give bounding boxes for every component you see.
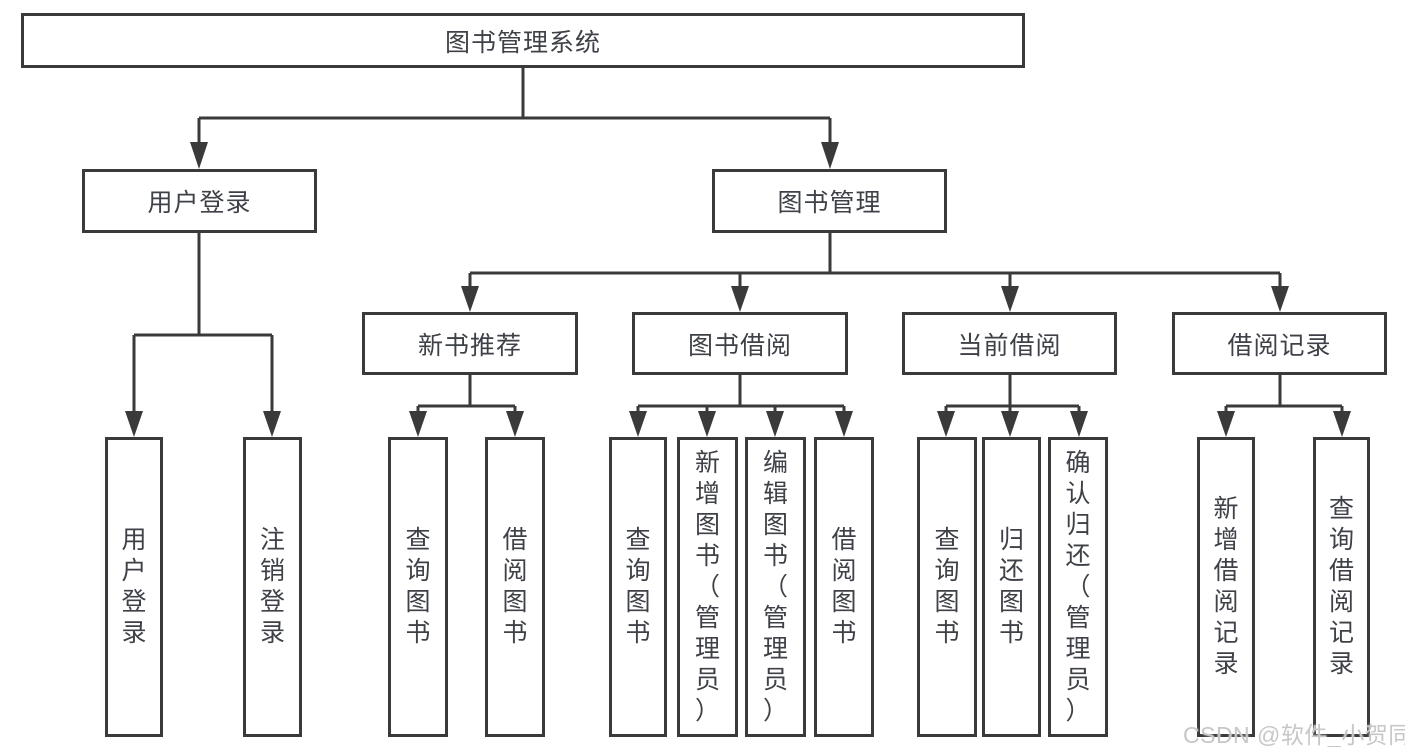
leaf-label: 借阅图书 <box>502 526 528 647</box>
leaf-logout: 注销登录 <box>243 437 302 737</box>
node-user-login: 用户登录 <box>82 169 317 233</box>
leaf-add-books-admin: 新增图书（管理员） <box>677 437 738 737</box>
leaf-confirm-return-admin: 确认归还（管理员） <box>1048 437 1108 737</box>
leaf-label: 借阅图书 <box>831 526 857 647</box>
leaf-label: 新增借阅记录 <box>1213 495 1239 678</box>
leaf-return-books: 归还图书 <box>982 437 1041 737</box>
node-borrow-records: 借阅记录 <box>1172 312 1387 375</box>
leaf-query-books-recommend: 查询图书 <box>388 437 448 737</box>
node-label: 新书推荐 <box>417 331 522 360</box>
node-book-borrow: 图书借阅 <box>632 312 848 375</box>
node-label: 当前借阅 <box>957 331 1062 360</box>
leaf-add-borrow-record: 新增借阅记录 <box>1197 437 1255 737</box>
leaf-label: 查询图书 <box>405 526 431 647</box>
node-label: 图书管理 <box>777 189 882 217</box>
leaf-query-books-current: 查询图书 <box>917 437 977 737</box>
node-new-book-recommend: 新书推荐 <box>362 312 578 375</box>
node-root-library-system: 图书管理系统 <box>21 13 1025 68</box>
leaf-label: 确认归还（管理员） <box>1065 448 1091 725</box>
leaf-label: 新增图书（管理员） <box>694 448 720 725</box>
leaf-label: 注销登录 <box>259 526 285 647</box>
csdn-watermark: CSDN @软件_小贺同学 <box>1183 722 1405 747</box>
leaf-query-books-borrow: 查询图书 <box>609 437 667 737</box>
leaf-borrow-books: 借阅图书 <box>814 437 874 737</box>
node-label: 图书借阅 <box>687 331 792 360</box>
node-label: 图书管理系统 <box>444 28 601 57</box>
leaf-user-login: 用户登录 <box>105 437 163 737</box>
leaf-label: 查询借阅记录 <box>1328 495 1354 678</box>
leaf-label: 用户登录 <box>121 526 147 647</box>
leaf-borrow-books-recommend: 借阅图书 <box>485 437 545 737</box>
leaf-label: 编辑图书（管理员） <box>762 448 788 725</box>
leaf-label: 查询图书 <box>934 526 960 647</box>
node-book-management: 图书管理 <box>712 169 947 233</box>
leaf-label: 归还图书 <box>998 526 1024 647</box>
leaf-edit-books-admin: 编辑图书（管理员） <box>745 437 806 737</box>
leaf-query-borrow-record: 查询借阅记录 <box>1313 437 1370 737</box>
node-current-borrow: 当前借阅 <box>902 312 1117 375</box>
node-label: 用户登录 <box>147 189 252 217</box>
node-label: 借阅记录 <box>1227 331 1332 360</box>
leaf-label: 查询图书 <box>625 526 651 647</box>
